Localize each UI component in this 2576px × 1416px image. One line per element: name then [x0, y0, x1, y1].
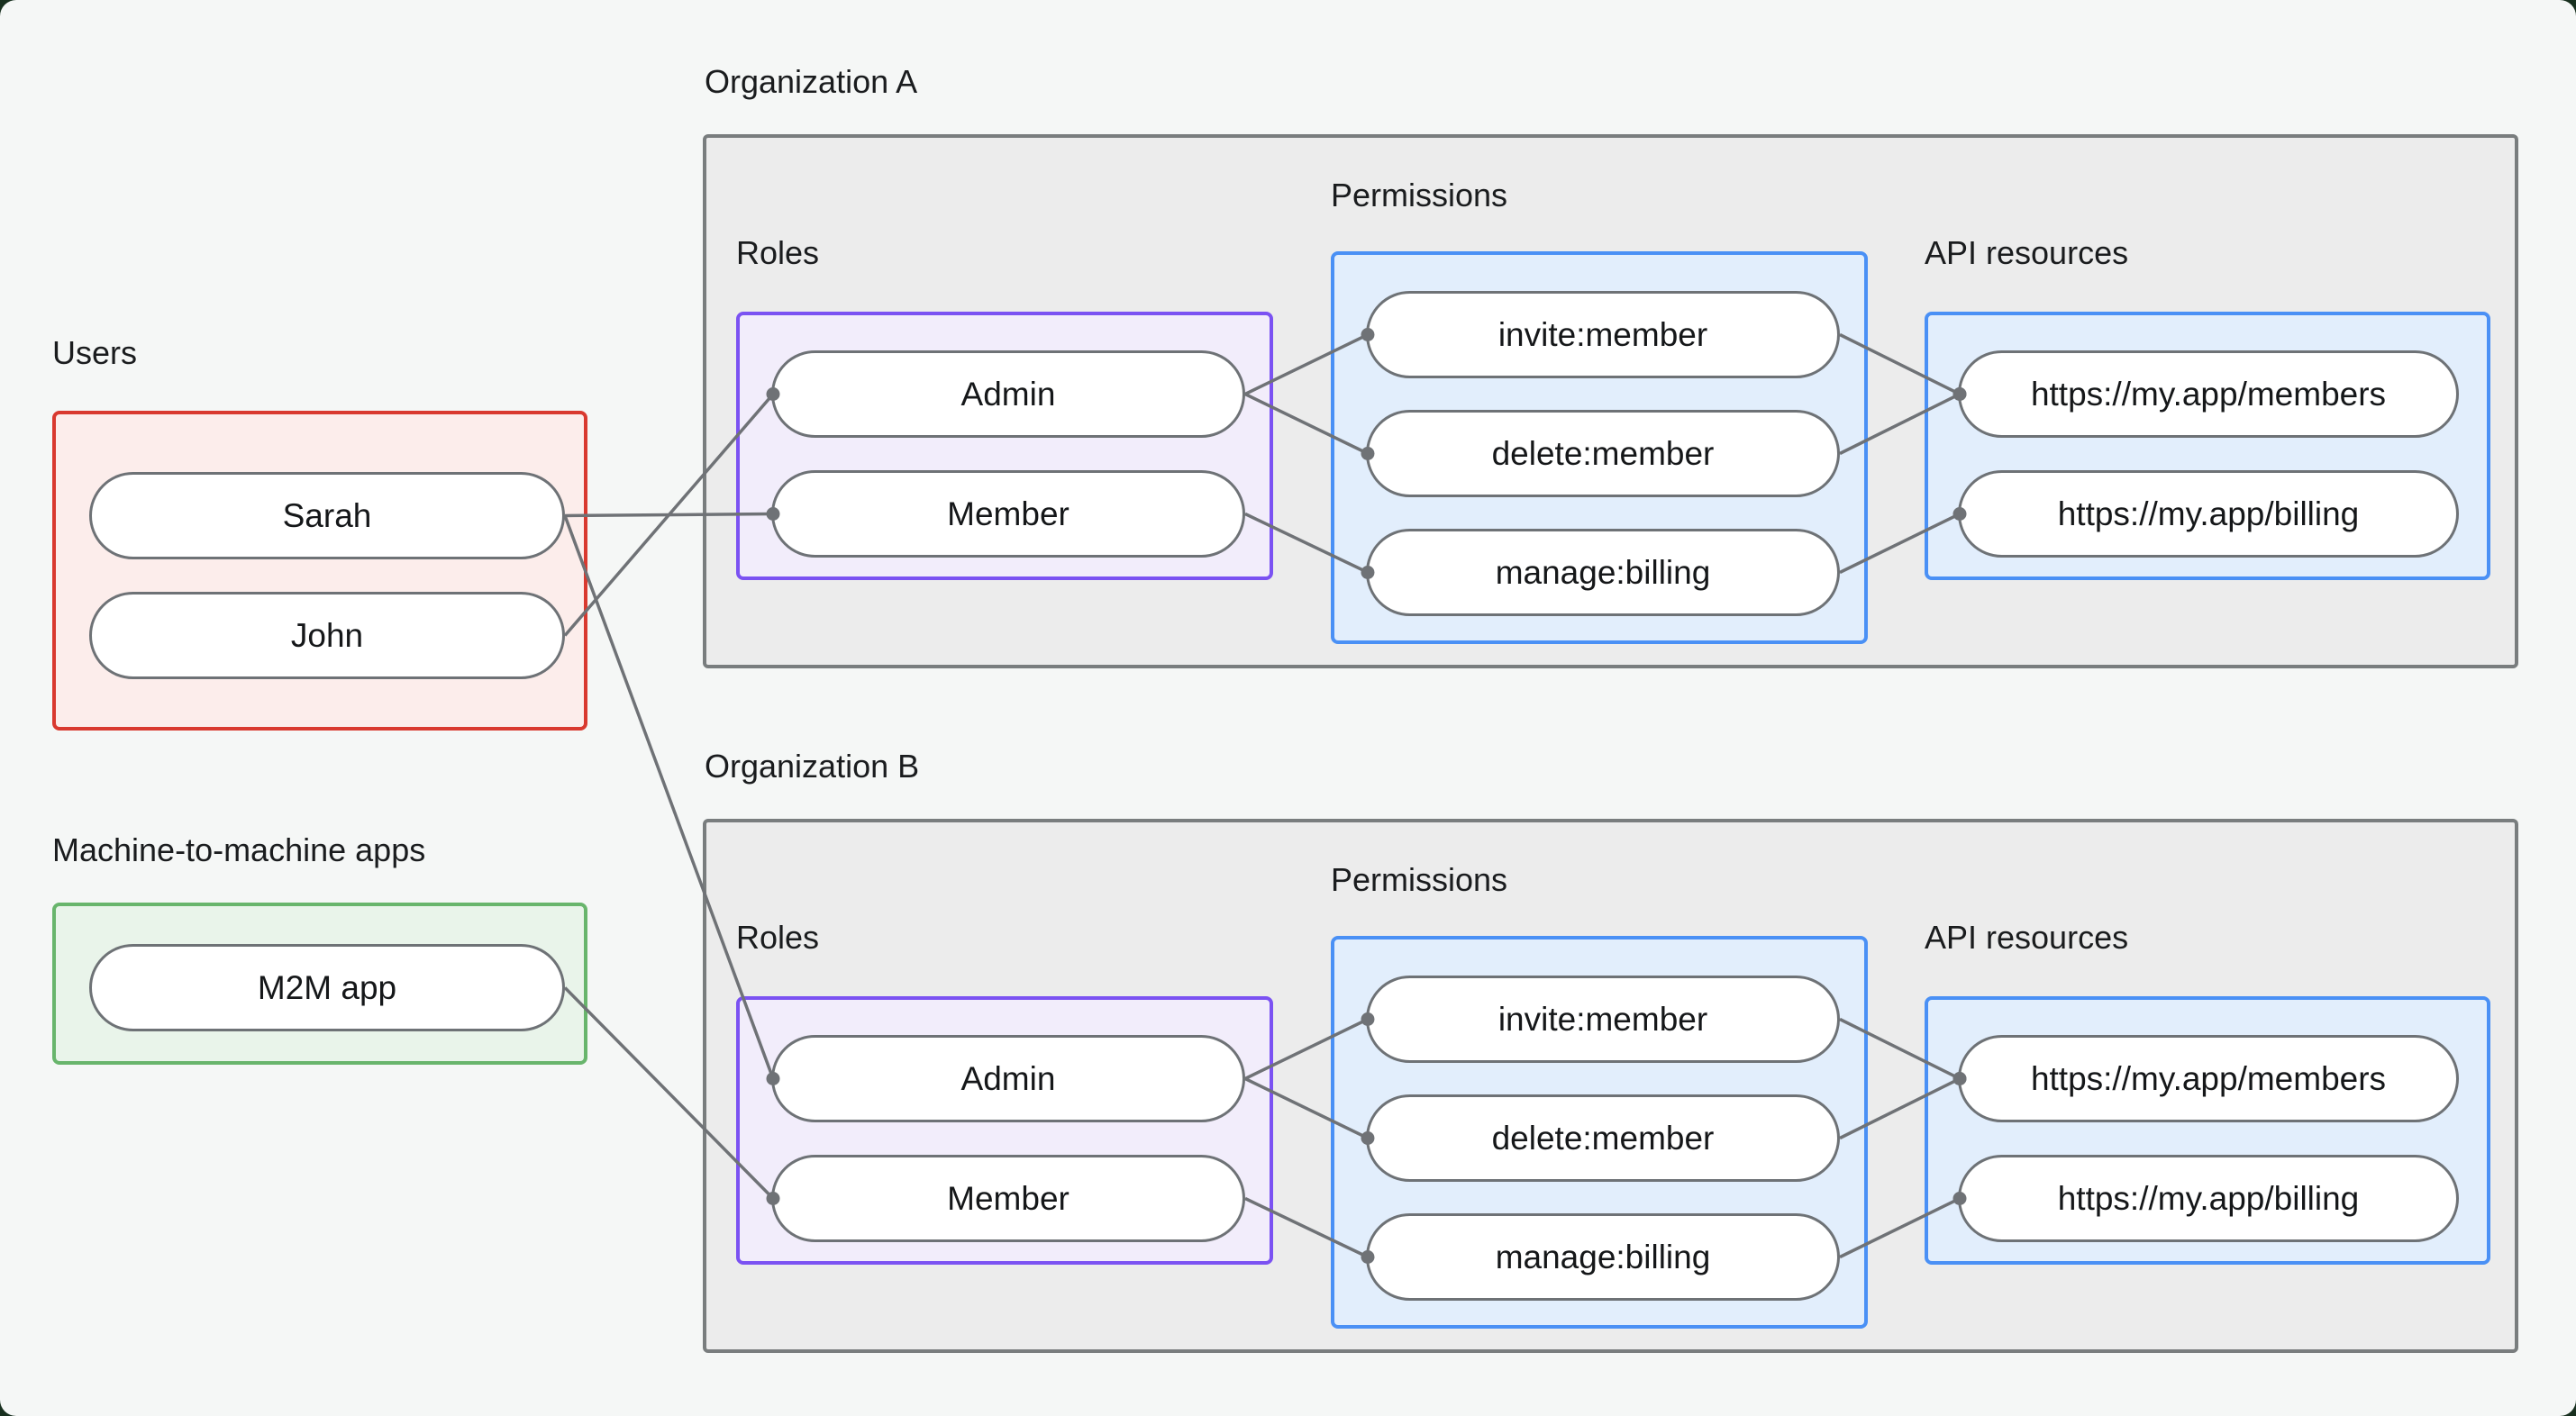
org-a-permissions-label: Permissions — [1331, 177, 1508, 213]
org-b-api-resources-label: API resources — [1925, 919, 2129, 956]
users-box: Sarah John — [52, 411, 587, 731]
node-orga-member: Member — [771, 470, 1245, 558]
node-orgb-members-api: https://my.app/members — [1958, 1035, 2459, 1122]
org-b-roles-label: Roles — [736, 919, 820, 956]
org-a-api-resources-box: https://my.app/members https://my.app/bi… — [1925, 312, 2490, 580]
org-a-roles-box: Admin Member — [736, 312, 1273, 580]
node-orgb-invite-member: invite:member — [1366, 976, 1840, 1063]
node-orgb-billing-api: https://my.app/billing — [1958, 1155, 2459, 1242]
node-orgb-delete-member: delete:member — [1366, 1094, 1840, 1182]
org-a-box: Organization A Roles Admin Member Permis… — [703, 63, 2518, 668]
node-orga-manage-billing: manage:billing — [1366, 529, 1840, 616]
node-sarah: Sarah — [89, 472, 565, 559]
org-b-box: Organization B Roles Admin Member Permis… — [703, 748, 2518, 1353]
node-orga-billing-api: https://my.app/billing — [1958, 470, 2459, 558]
users-group-label: Users — [52, 334, 138, 371]
org-b-api-resources-box: https://my.app/members https://my.app/bi… — [1925, 996, 2490, 1265]
node-orga-admin: Admin — [771, 350, 1245, 438]
m2m-group-label: Machine-to-machine apps — [52, 831, 426, 868]
node-orga-members-api: https://my.app/members — [1958, 350, 2459, 438]
org-a-label: Organization A — [705, 63, 918, 100]
org-a-permissions-box: invite:member delete:member manage:billi… — [1331, 251, 1868, 644]
node-m2m-app: M2M app — [89, 944, 565, 1031]
org-b-permissions-label: Permissions — [1331, 861, 1508, 898]
org-a-roles-label: Roles — [736, 234, 820, 271]
node-orgb-manage-billing: manage:billing — [1366, 1213, 1840, 1301]
node-orgb-member: Member — [771, 1155, 1245, 1242]
node-orgb-admin: Admin — [771, 1035, 1245, 1122]
org-b-label: Organization B — [705, 748, 920, 785]
node-john: John — [89, 592, 565, 679]
node-orga-delete-member: delete:member — [1366, 410, 1840, 497]
org-b-roles-box: Admin Member — [736, 996, 1273, 1265]
node-orga-invite-member: invite:member — [1366, 291, 1840, 378]
org-a-api-resources-label: API resources — [1925, 234, 2129, 271]
m2m-box: M2M app — [52, 903, 587, 1065]
org-b-permissions-box: invite:member delete:member manage:billi… — [1331, 936, 1868, 1329]
